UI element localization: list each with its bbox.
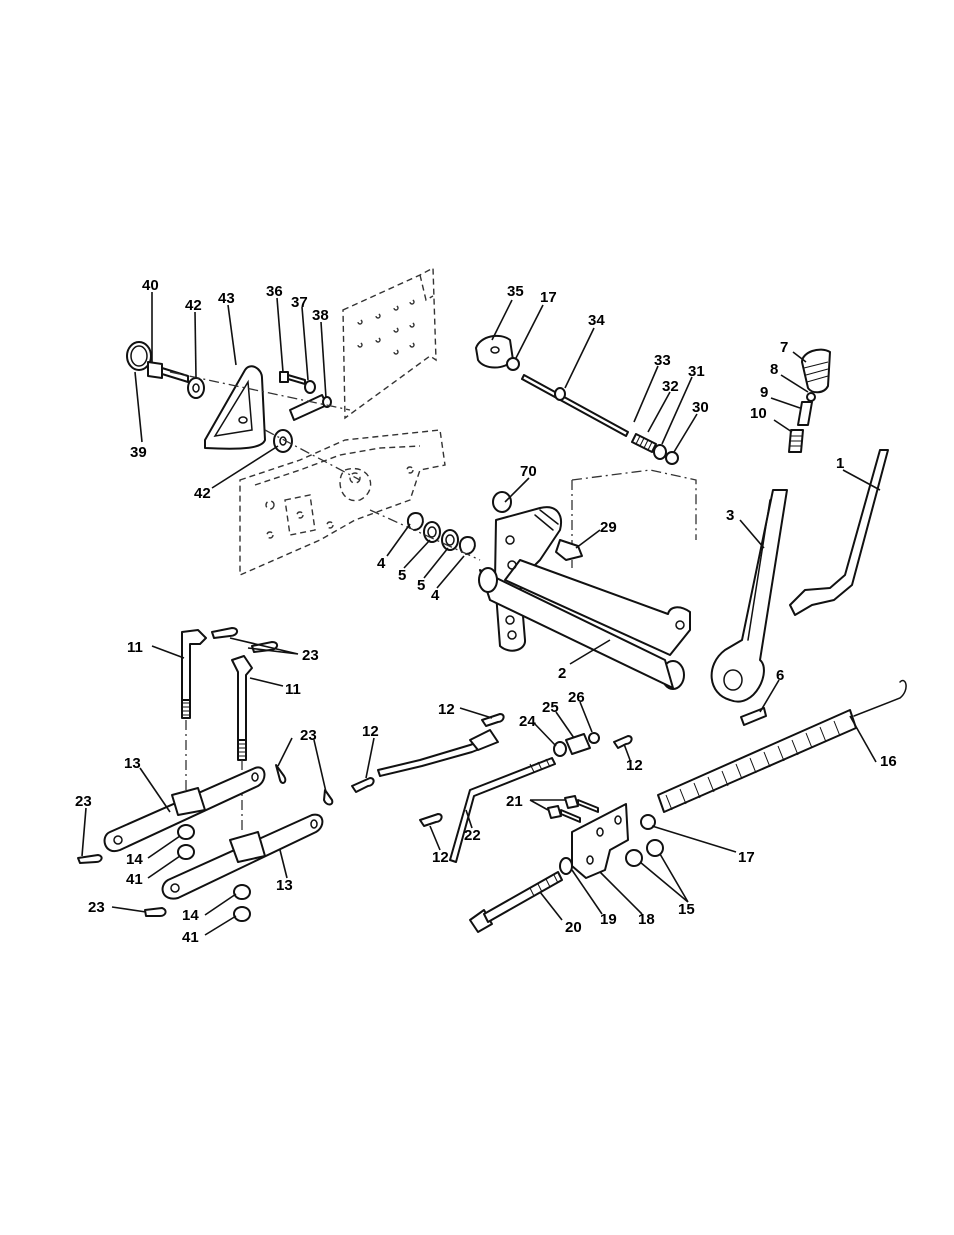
- callout-10: 10: [750, 405, 767, 422]
- callout-5: 5: [398, 567, 406, 584]
- pin-9: [798, 402, 812, 425]
- washer-8: [807, 393, 815, 401]
- callout-4: 4: [431, 587, 440, 604]
- callout-12: 12: [626, 757, 643, 774]
- bolt-40: [148, 362, 188, 382]
- callout-39: 39: [130, 444, 147, 461]
- washer-42-upper: [188, 378, 204, 398]
- callout-42: 42: [185, 297, 202, 314]
- callout-13: 13: [276, 877, 293, 894]
- callout-43: 43: [218, 290, 235, 307]
- washer-31: [654, 445, 666, 459]
- callout-17: 17: [738, 849, 755, 866]
- washer-5-left: [424, 522, 440, 542]
- nut-26: [589, 733, 599, 743]
- callout-40: 40: [142, 277, 159, 294]
- callout-12: 12: [432, 849, 449, 866]
- frame-upper-plate: [343, 268, 436, 418]
- callout-15: 15: [678, 901, 695, 918]
- callout-19: 19: [600, 911, 617, 928]
- callout-36: 36: [266, 283, 283, 300]
- callout-25: 25: [542, 699, 559, 716]
- nut-17-upper: [507, 358, 519, 370]
- callout-9: 9: [760, 384, 768, 401]
- bolt-11-right: [232, 656, 252, 760]
- spring-10: [789, 430, 803, 452]
- bolt-11-left: [182, 630, 206, 718]
- hairpin-12-d: [420, 814, 442, 826]
- screw-6: [741, 708, 766, 725]
- callout-70: 70: [520, 463, 537, 480]
- callout-37: 37: [291, 294, 308, 311]
- callout-35: 35: [507, 283, 524, 300]
- callout-41: 41: [182, 929, 199, 946]
- link-rod-22: [450, 758, 555, 862]
- spacers-15: [626, 840, 663, 866]
- nut-41-lower: [234, 907, 250, 921]
- lift-shaft-2: [479, 507, 690, 689]
- callout-13: 13: [124, 755, 141, 772]
- nut-30: [666, 452, 678, 464]
- block-25: [566, 734, 590, 754]
- callout-17: 17: [540, 289, 557, 306]
- washer-24: [554, 742, 566, 756]
- callout-23: 23: [300, 727, 317, 744]
- nut-41-upper: [178, 845, 194, 859]
- spring-32: [632, 434, 656, 452]
- callout-23: 23: [88, 899, 105, 916]
- fitting-29: [556, 540, 582, 560]
- callout-4: 4: [377, 555, 386, 572]
- callout-1: 1: [836, 455, 844, 472]
- bracket-18: [572, 804, 628, 878]
- bushing-14-lower: [234, 885, 250, 899]
- retaining-ring-4-left: [408, 513, 423, 530]
- callout-11: 11: [127, 639, 143, 656]
- callout-12: 12: [438, 701, 455, 718]
- callout-26: 26: [568, 689, 585, 706]
- hairpin-12-c: [614, 736, 632, 748]
- rod-34: [522, 375, 628, 436]
- callout-23: 23: [302, 647, 319, 664]
- callout-23: 23: [75, 793, 92, 810]
- callout-24: 24: [519, 713, 536, 730]
- callout-2: 2: [558, 665, 566, 682]
- callout-3: 3: [726, 507, 734, 524]
- callout-5: 5: [417, 577, 425, 594]
- callout-8: 8: [770, 361, 778, 378]
- callout-30: 30: [692, 399, 709, 416]
- spring-16: [658, 681, 906, 812]
- callout-33: 33: [654, 352, 671, 369]
- callout-34: 34: [588, 312, 605, 329]
- callout-21: 21: [506, 793, 523, 810]
- callout-38: 38: [312, 307, 329, 324]
- grip-7: [802, 350, 830, 393]
- knob-43: [205, 366, 265, 448]
- callout-7: 7: [780, 339, 788, 356]
- callout-32: 32: [662, 378, 679, 395]
- callout-20: 20: [565, 919, 582, 936]
- bolt-36: [280, 372, 305, 384]
- callout-16: 16: [880, 753, 897, 770]
- callout-11: 11: [285, 681, 301, 698]
- callout-14: 14: [126, 851, 143, 868]
- callout-31: 31: [688, 363, 705, 380]
- hairpin-12-a: [352, 778, 374, 792]
- washer-37: [305, 381, 315, 393]
- washer-19: [560, 858, 572, 874]
- callout-14: 14: [182, 907, 199, 924]
- callout-6: 6: [776, 667, 784, 684]
- bushing-14-upper: [178, 825, 194, 839]
- callout-18: 18: [638, 911, 655, 928]
- callout-12: 12: [362, 723, 379, 740]
- callout-22: 22: [464, 827, 481, 844]
- link-rod-upper: [378, 730, 498, 776]
- washer-70: [493, 492, 511, 512]
- washer-42-lower: [274, 430, 292, 452]
- callout-29: 29: [600, 519, 617, 536]
- callout-42: 42: [194, 485, 211, 502]
- rod-1: [790, 450, 888, 615]
- callout-41: 41: [126, 871, 143, 888]
- frame-lower-plate: [240, 430, 445, 575]
